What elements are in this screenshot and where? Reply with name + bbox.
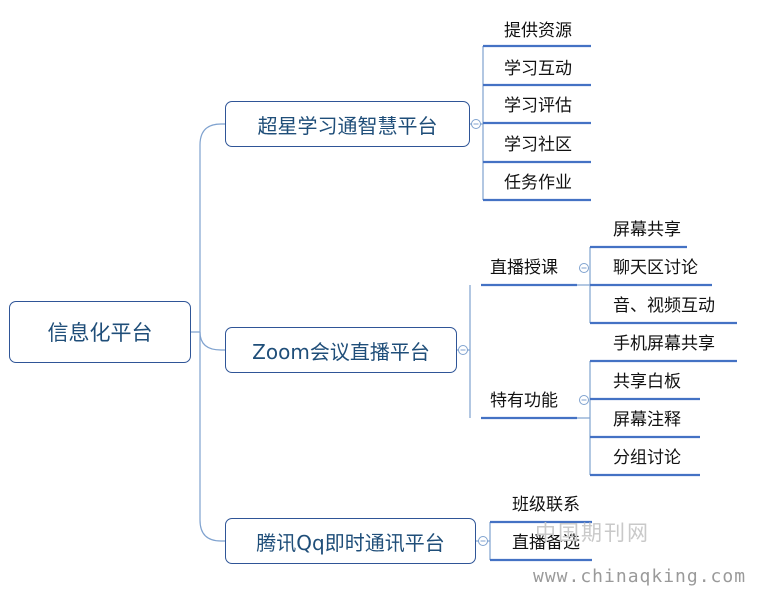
leaf-node[interactable]: 分组讨论	[613, 448, 681, 468]
leaf-node[interactable]: 音、视频互动	[613, 296, 715, 316]
leaf-node[interactable]: 学习评估	[504, 96, 572, 116]
leaf-node[interactable]: 提供资源	[504, 21, 572, 41]
group-node[interactable]: 直播授课	[490, 258, 558, 278]
branch-chaoxing[interactable]: 超星学习通智慧平台	[225, 101, 470, 147]
leaf-node[interactable]: 共享白板	[613, 372, 681, 392]
leaf-node[interactable]: 学习互动	[504, 59, 572, 79]
watermark-text: 中国期刊网	[535, 521, 650, 545]
watermark-url: www.chinaqking.com	[533, 566, 747, 587]
leaf-node[interactable]: 任务作业	[504, 173, 572, 193]
leaf-node[interactable]: 手机屏幕共享	[613, 334, 715, 354]
connector-root-tencent	[199, 332, 225, 542]
leaf-node[interactable]: 班级联系	[512, 495, 580, 515]
leaf-node[interactable]: 聊天区讨论	[613, 258, 698, 278]
leaf-node[interactable]: 屏幕共享	[613, 220, 681, 240]
leaf-node[interactable]: 屏幕注释	[613, 410, 681, 430]
branch-tencent[interactable]: 腾讯Qq即时通讯平台	[225, 518, 476, 564]
connector-root-zoom	[199, 331, 225, 351]
branch-zoom[interactable]: Zoom会议直播平台	[225, 327, 457, 373]
group-node[interactable]: 特有功能	[490, 391, 558, 411]
connector-root-chaoxing	[191, 123, 225, 333]
leaf-node[interactable]: 直播备选	[512, 533, 580, 553]
leaf-node[interactable]: 学习社区	[504, 135, 572, 155]
root-node[interactable]: 信息化平台	[9, 301, 191, 363]
